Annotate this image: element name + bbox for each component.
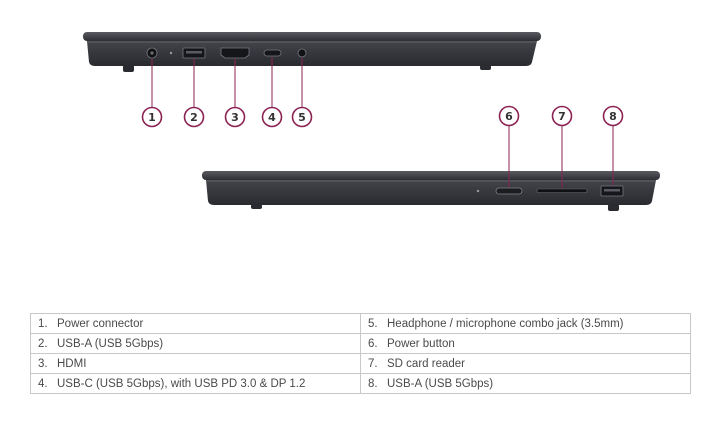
table-row: 1. Power connector 5. Headphone / micropho… <box>30 313 691 334</box>
leader-lines <box>151 57 614 188</box>
ports-diagram: 1 2 3 4 5 6 7 8 <box>83 32 660 211</box>
callout-5: 5 <box>298 111 306 124</box>
callout-8-ring <box>602 105 624 127</box>
legend-cell: 5. Headphone / microphone combo jack (3.5… <box>360 313 691 334</box>
table-row: 2. USB-A (USB 5Gbps) 6. Power button <box>30 333 691 354</box>
rubber-foot-left <box>251 204 262 209</box>
table-row: 3. HDMI 7. SD card reader <box>30 353 691 374</box>
power-button <box>495 187 523 195</box>
rubber-foot-left <box>123 65 134 72</box>
legend-number: 2. <box>38 337 48 350</box>
legend-number: 4. <box>38 377 48 390</box>
callout-2: 2 <box>190 111 198 124</box>
hdmi-port <box>220 47 250 59</box>
callout-markers <box>141 105 624 128</box>
power-connector-port <box>146 47 158 59</box>
legend-number: 1. <box>38 317 48 330</box>
callout-7: 7 <box>558 110 566 123</box>
callout-numbers: 1 2 3 4 5 6 7 8 <box>148 110 617 124</box>
charge-led <box>169 51 173 55</box>
legend-cell: 6. Power button <box>360 333 691 354</box>
rubber-foot-right <box>608 204 619 211</box>
legend-label: USB-C (USB 5Gbps), with USB PD 3.0 & DP … <box>57 377 306 390</box>
callout-3: 3 <box>231 111 239 124</box>
legend-cell: 8. USB-A (USB 5Gbps) <box>360 373 691 394</box>
legend-label: HDMI <box>57 357 87 370</box>
legend-label: USB-A (USB 5Gbps) <box>57 337 164 350</box>
table-row: 4. USB-C (USB 5Gbps), with USB PD 3.0 & D… <box>30 373 691 394</box>
callout-2-ring <box>183 106 205 128</box>
legend-cell: 7. SD card reader <box>360 353 691 374</box>
audio-jack <box>297 48 307 58</box>
legend-label: Power button <box>387 337 455 350</box>
callout-5-ring <box>291 106 313 128</box>
legend-number: 5. <box>368 317 378 330</box>
callout-6: 6 <box>505 110 513 123</box>
laptop-right-side-view <box>202 171 660 211</box>
legend-cell: 3. HDMI <box>30 353 361 374</box>
callout-7-ring <box>551 105 573 127</box>
legend-number: 6. <box>368 337 378 350</box>
legend-label: Power connector <box>57 317 144 330</box>
legend-number: 8. <box>368 377 378 390</box>
callout-4-ring <box>261 106 283 128</box>
laptop-left-side-view <box>83 32 541 72</box>
legend-label: USB-A (USB 5Gbps) <box>387 377 494 390</box>
callout-4: 4 <box>268 111 276 124</box>
legend-number: 3. <box>38 357 48 370</box>
legend-label: Headphone / microphone combo jack (3.5mm… <box>387 317 624 330</box>
callout-3-ring <box>224 106 246 128</box>
rubber-foot-right <box>480 65 491 70</box>
legend-cell: 4. USB-C (USB 5Gbps), with USB PD 3.0 & D… <box>30 373 361 394</box>
sd-card-slot <box>536 188 588 193</box>
legend-number: 7. <box>368 357 378 370</box>
power-icon <box>476 189 480 193</box>
usb-c-port <box>263 49 282 57</box>
legend-cell: 1. Power connector <box>30 313 361 334</box>
ports-legend-table: 1. Power connector 5. Headphone / micropho… <box>30 313 691 394</box>
callout-1: 1 <box>148 111 156 124</box>
callout-1-ring <box>141 106 163 128</box>
callout-6-ring <box>498 105 520 127</box>
callout-8: 8 <box>609 110 617 123</box>
legend-cell: 2. USB-A (USB 5Gbps) <box>30 333 361 354</box>
legend-label: SD card reader <box>387 357 465 370</box>
